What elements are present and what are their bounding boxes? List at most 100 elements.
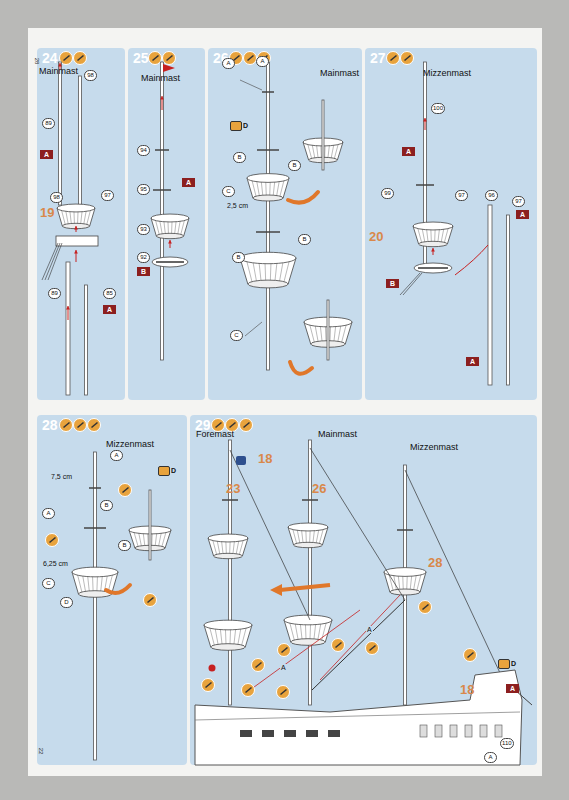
step-title: Foremast [196,430,234,440]
mast-pole [66,262,70,395]
tool-icon [387,52,400,65]
arrow-head [160,96,164,100]
callout-number: 85 [103,288,116,299]
tool-icon [119,484,132,497]
crosstree [302,499,318,501]
crosstree [257,149,279,151]
tool-icon-glyph [255,662,262,668]
stern-window [420,725,427,737]
stern-window [450,725,457,737]
deck-gun [262,730,274,737]
nest-rim [247,174,289,183]
callout-number: A [110,450,123,461]
tool-icon-glyph [63,55,70,61]
callout-number: C [222,186,235,197]
deck-edge [195,712,520,720]
rigging-flag: B [137,267,150,276]
deck-gun [284,730,296,737]
mast-flag [163,64,175,72]
nest-rim [208,534,248,542]
mast-pole [488,205,492,385]
tool-icon-glyph [152,55,159,61]
sub-assembly-number: 19 [40,206,54,219]
nest-floor [156,233,183,238]
tool-icon [242,684,255,697]
tool-icon-glyph [49,537,56,543]
crosstree [256,231,280,233]
mast-platform [414,263,452,273]
sub-assembly-19 [56,236,98,246]
callout-number: 98 [84,70,97,81]
page-number: 28 [34,58,40,65]
step-title: Mainmast [318,430,357,440]
stern-window [495,725,502,737]
callout-number: C [230,330,243,341]
callout-number: 92 [137,252,150,263]
tool-icon-glyph [91,422,98,428]
sub-assembly-number: 26 [312,482,326,495]
tool-icon [240,419,253,432]
tool-icon-glyph [247,55,254,61]
tool-icon-glyph [281,647,288,653]
rigging-flag: A [103,305,116,314]
stern-window [435,725,442,737]
callout-number: 99 [381,188,394,199]
rigging-flag: A [402,147,415,156]
callout-number: B [288,160,301,171]
arrow-head [74,250,78,254]
tool-icon [74,52,87,65]
shroud-line [400,273,420,295]
tool-icon-glyph [122,487,129,493]
callout-number: A [484,752,497,763]
step-title: Mainmast [141,74,180,84]
shroud-line [48,243,62,280]
tool-icon-glyph [166,55,173,61]
tool-icon-glyph [215,422,222,428]
callout-number: 89 [42,118,55,129]
step-number: 28 [42,418,58,433]
orange-turn-arrow [288,192,318,203]
tool-icon [419,601,432,614]
step-number: 27 [370,51,386,66]
callout-number: 89 [48,288,61,299]
tool-icon [366,642,379,655]
arrow-head [66,306,70,310]
nest-rim [240,252,296,263]
mast-pole [322,100,324,170]
stern-window [480,725,487,737]
arrow-head [423,118,427,122]
mast-pole [229,440,232,705]
callout-number: 110 [500,738,514,749]
step-title: Mainmast [39,67,78,77]
orange-arrow-head [270,584,282,596]
sub-assembly-number: 18 [258,452,272,465]
nest-floor [62,223,89,228]
mast-pole [59,62,62,205]
crosstree [153,189,171,191]
crosstree [89,487,101,489]
tool-icon [149,52,162,65]
callout-number: B [100,500,113,511]
dimension-text: A [366,626,373,633]
step-panel [37,48,125,400]
page-number: 22 [38,748,44,755]
callout-number: 100 [431,103,445,114]
callout-number: 97 [455,190,468,201]
nest-floor [294,542,323,547]
tool-icon [464,649,477,662]
step-panel: 24Mainmast [37,48,125,400]
leader-line [245,322,262,336]
red-marker [209,665,216,672]
step-title: Mizzenmast [423,69,471,79]
decal-callout: D [158,465,178,476]
mast-pole [309,440,312,705]
orange-turn-arrow [106,585,130,593]
tool-icon [252,659,265,672]
arrow-head [431,248,435,252]
callout-number: B [232,252,245,263]
rigging-flag: A [40,150,53,159]
sub-assembly-number: 23 [226,482,240,495]
stern-window [465,725,472,737]
stay-line [320,595,400,680]
